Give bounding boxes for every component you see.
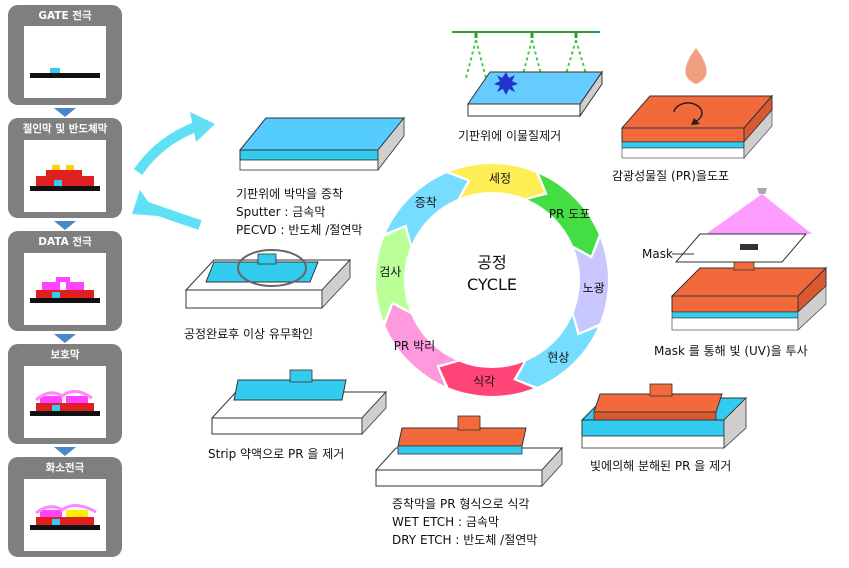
step-data-electrode: DATA 전극	[8, 231, 122, 331]
illustration-etch: 증착막을 PR 형식으로 식각 WET ETCH : 금속막 DRY ETCH …	[374, 415, 564, 547]
step-label: 화소전극	[46, 461, 85, 474]
cycle-segment	[376, 227, 411, 322]
caption-deposit-2: Sputter : 금속막	[236, 205, 325, 219]
cycle-stage-label: PR 도포	[549, 207, 590, 221]
cycle-subtitle: CYCLE	[467, 275, 517, 294]
cycle-stage-label: 검사	[379, 265, 401, 279]
cycle-stage-label: 현상	[547, 351, 569, 365]
step-pixel-electrode: 화소전극	[8, 457, 122, 557]
cycle-stage-label: 증착	[415, 195, 437, 209]
caption-mask: Mask	[642, 247, 673, 261]
cycle-stage-label: 노광	[583, 281, 605, 295]
step-column: GATE 전극 절인막 및 반도체막 DATA 전극	[8, 5, 122, 557]
down-arrow-icon	[54, 334, 76, 343]
step-passivation: 보호막	[8, 344, 122, 444]
caption-etch-1: 증착막을 PR 형식으로 식각	[392, 497, 529, 511]
step-panel	[24, 253, 106, 325]
step-gate: GATE 전극	[8, 5, 122, 105]
cycle-segment	[573, 238, 608, 333]
return-arrows	[132, 112, 215, 230]
illustration-clean: 기판위에 이물질제거	[452, 31, 603, 143]
caption-etch-2: WET ETCH : 금속막	[392, 515, 499, 529]
cycle-segment	[516, 315, 598, 387]
step-label: 절인막 및 반도체막	[23, 122, 108, 135]
illustration-inspect: 공정완료후 이상 유무확인	[184, 249, 352, 341]
illustration-deposit: 기판위에 박막을 증착 Sputter : 금속막 PECVD : 반도체 /절…	[236, 116, 406, 237]
cycle-segment	[450, 164, 545, 199]
step-panel	[24, 366, 106, 438]
caption-deposit-3: PECVD : 반도체 /절연막	[236, 223, 362, 237]
cycle-segment	[527, 174, 599, 256]
step-insulator-semiconductor: 절인막 및 반도체막	[8, 118, 122, 218]
arrow-head-icon	[132, 190, 158, 216]
illustration-pr-coat: 감광성물질 (PR)을도포	[612, 48, 774, 183]
cycle-stage-label: 식각	[473, 375, 495, 389]
down-arrow-icon	[54, 221, 76, 230]
caption-strip: Strip 약액으로 PR 을 제거	[208, 446, 344, 461]
caption-clean: 기판위에 이물질제거	[458, 129, 561, 143]
step-label: 보호막	[51, 348, 80, 361]
cycle-title: 공정	[477, 253, 506, 272]
cycle-stage-label: PR 박리	[394, 339, 435, 353]
arrow-head-icon	[190, 112, 215, 142]
cycle-segment	[439, 361, 534, 396]
step-label: GATE 전극	[38, 9, 92, 22]
step-panel	[24, 26, 106, 98]
cycle-segment	[385, 304, 457, 386]
illustration-develop: 빛에의해 분해된 PR 을 제거	[580, 383, 748, 473]
caption-develop: 빛에의해 분해된 PR 을 제거	[590, 459, 731, 473]
caption-etch-3: DRY ETCH : 반도체 /절연막	[392, 533, 537, 547]
cycle-segment	[386, 173, 468, 245]
step-panel	[24, 479, 106, 551]
magnifier-circle-icon	[237, 249, 307, 287]
down-arrow-icon	[54, 108, 76, 117]
illustration-strip: Strip 약액으로 PR 을 제거	[208, 369, 388, 461]
caption-inspect: 공정완료후 이상 유무확인	[184, 327, 313, 341]
down-arrow-icon	[54, 447, 76, 456]
droplet-icon	[685, 48, 707, 84]
illustration-expose: Mask Mask 를 통해 빛 (UV)을 투사	[642, 188, 828, 358]
cycle-stage-label: 세정	[489, 171, 511, 185]
step-label: DATA 전극	[38, 235, 92, 248]
cycle-ring	[376, 164, 608, 396]
caption-deposit-1: 기판위에 박막을 증착	[236, 187, 343, 201]
caption-expose: Mask 를 통해 빛 (UV)을 투사	[654, 344, 808, 358]
caption-pr-coat: 감광성물질 (PR)을도포	[612, 169, 729, 183]
